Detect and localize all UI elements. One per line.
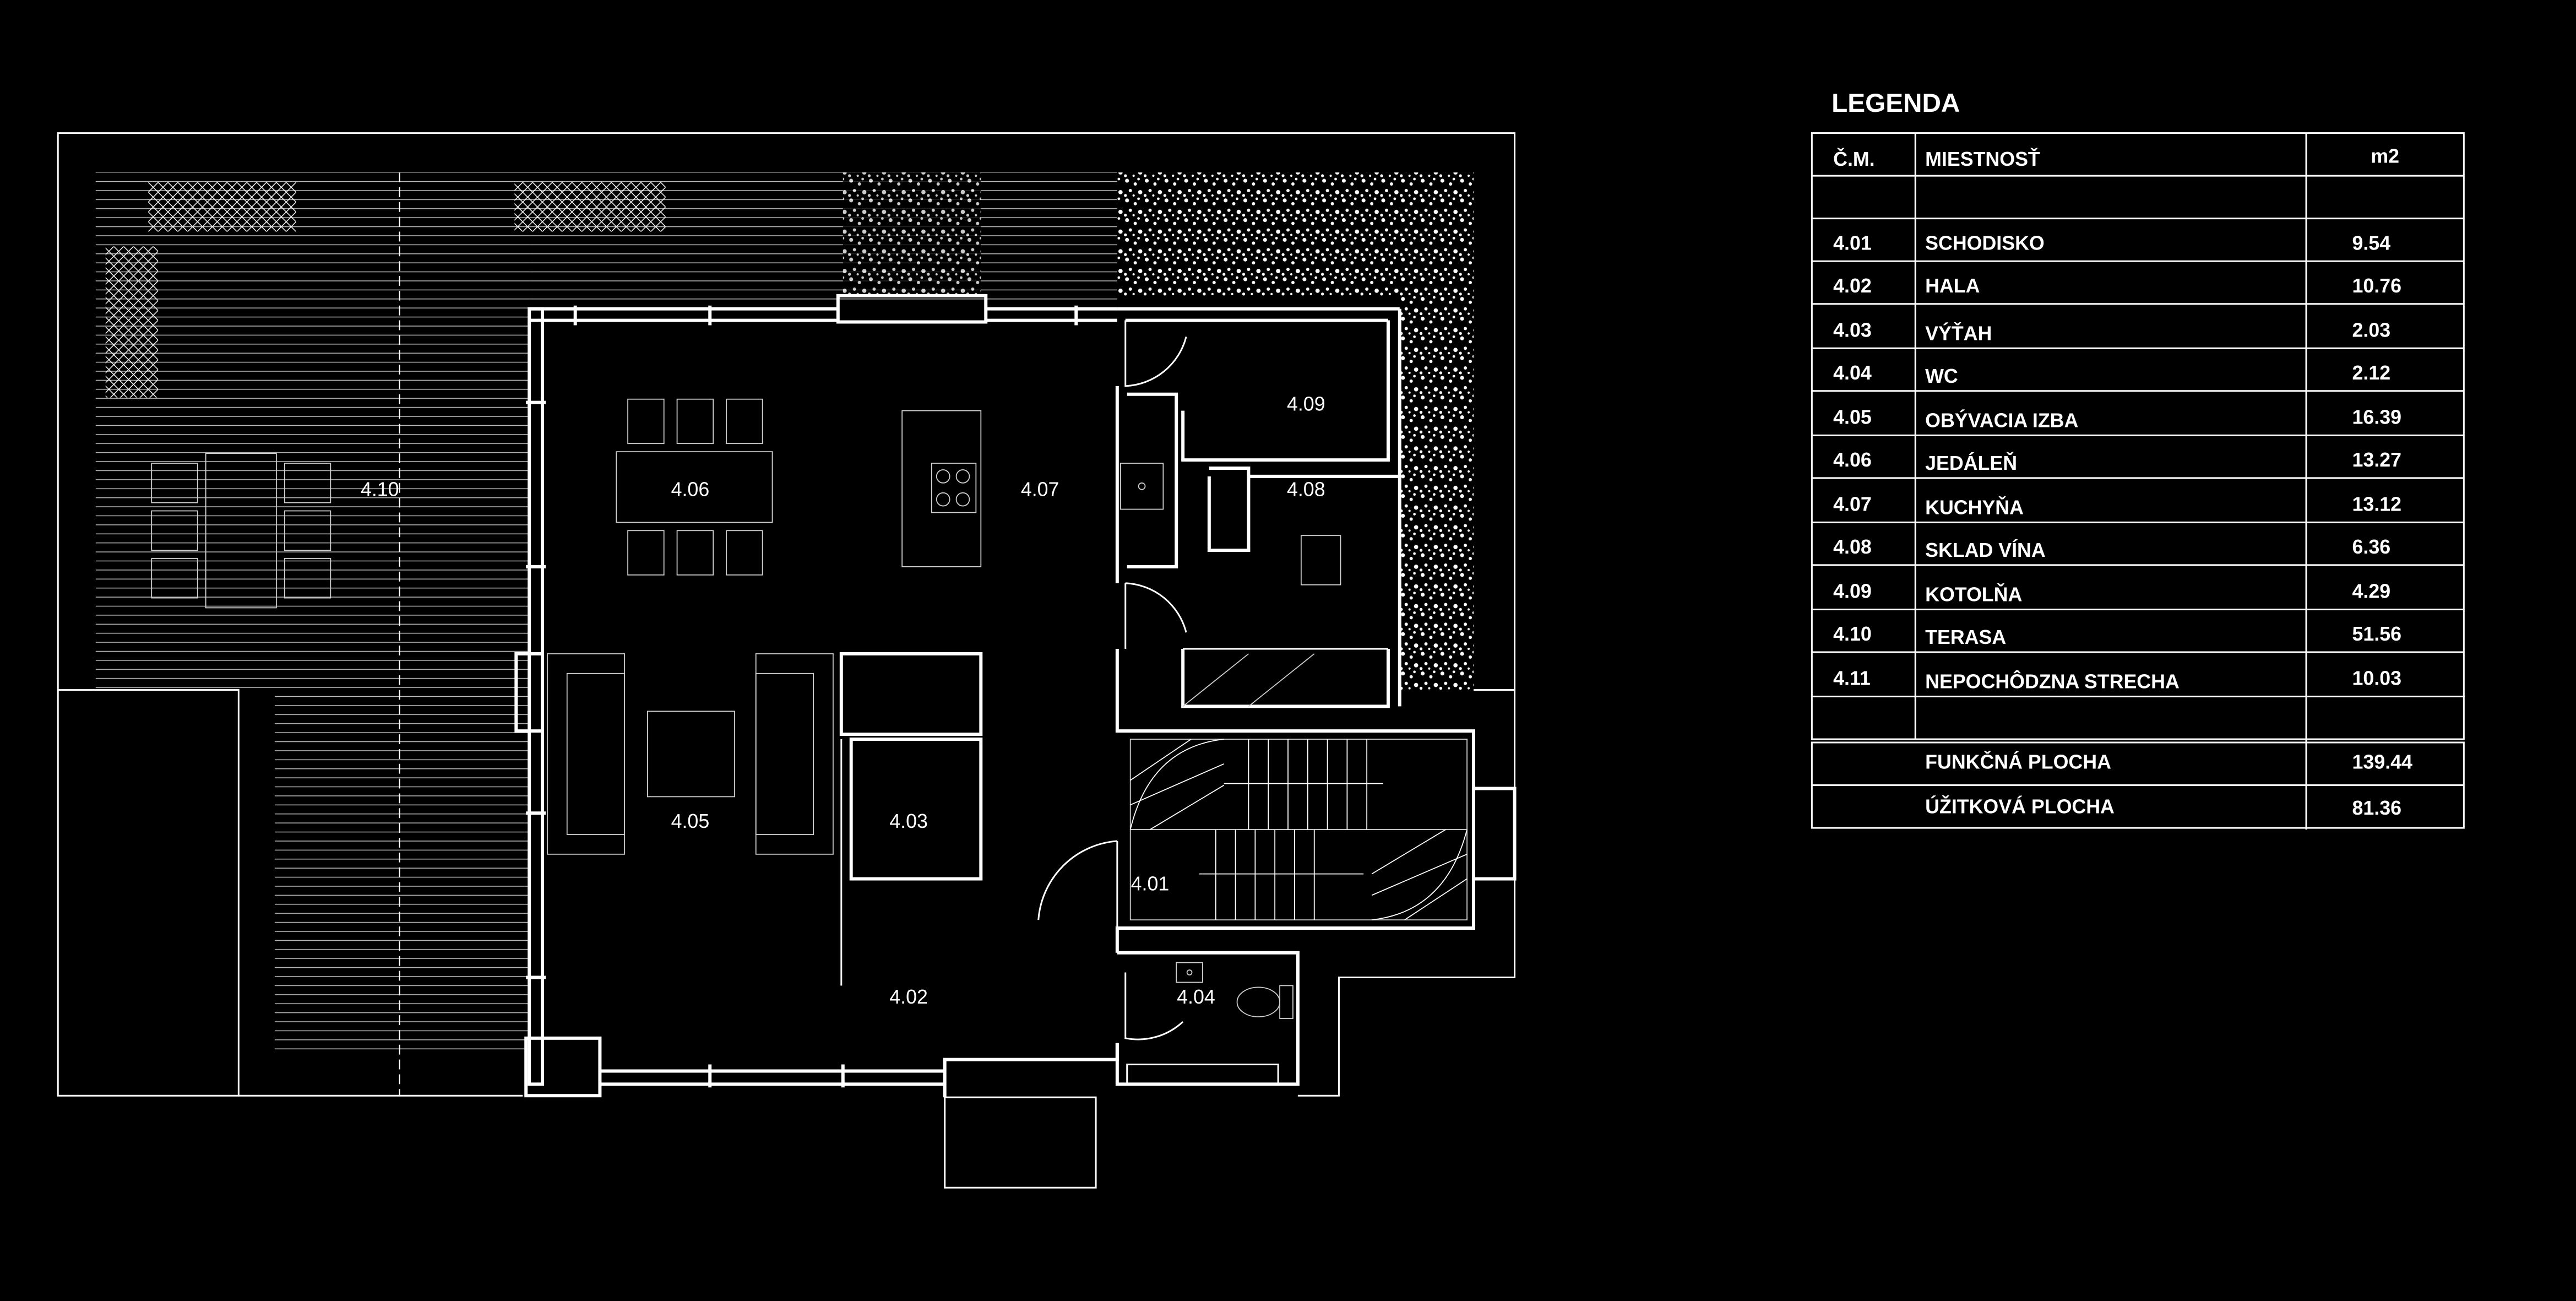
legend-row-area: 10.03 (2352, 668, 2402, 690)
elevator (839, 652, 983, 986)
legend-row-area: 51.56 (2352, 623, 2402, 645)
legend-row-area: 2.03 (2352, 319, 2391, 341)
kitchen-island (901, 410, 1164, 567)
window-marks (526, 305, 1078, 1088)
legend-row-area: 2.12 (2352, 362, 2391, 384)
living-furniture (547, 535, 1341, 855)
legend-row-number: 4.09 (1833, 581, 1872, 603)
legend-row-number: 4.11 (1833, 668, 1871, 690)
legend-total-area: 81.36 (2352, 797, 2402, 819)
site-boundary (57, 132, 1516, 1189)
legend-rows: 4.01 SCHODISKO 9.54 4.02 HALA 10.76 4.03 VÝŤAH 2… (1833, 232, 2412, 819)
legend-header-room: MIESTNOSŤ (1925, 148, 2040, 170)
room-labels: 4.10 4.06 4.07 4.09 4.08 4.05 4.03 4.01 … (361, 393, 1325, 1009)
legend-row-room: KUCHYŇA (1925, 496, 2024, 518)
legend-total-label: ÚŽITKOVÁ PLOCHA (1925, 795, 2115, 817)
terrace-table (151, 453, 331, 609)
legend-header-number: Č.M. (1833, 148, 1874, 170)
legend-row-room: WC (1925, 365, 1958, 387)
staircase (1129, 739, 1468, 920)
terrace-deck (95, 172, 1117, 1096)
room-label: 4.05 (671, 810, 710, 832)
legend-header-area: m2 (2371, 145, 2399, 167)
room-label: 4.09 (1287, 393, 1325, 415)
room-label: 4.03 (889, 810, 928, 832)
legend-row-number: 4.05 (1833, 406, 1872, 428)
room-label: 4.07 (1021, 479, 1059, 501)
legend-total-label: FUNKČNÁ PLOCHA (1925, 751, 2111, 773)
legend-row-number: 4.04 (1833, 362, 1872, 384)
legend-row-area: 10.76 (2352, 275, 2402, 297)
legend-row-area: 16.39 (2352, 406, 2402, 428)
legend-row-number: 4.10 (1833, 623, 1872, 645)
room-label: 4.06 (671, 479, 710, 501)
legend-row-room: KOTOLŇA (1925, 584, 2022, 606)
legend-table: LEGENDA Č.M. MIESTNOSŤ m2 (1811, 89, 2465, 830)
legend-row-area: 13.12 (2352, 494, 2402, 516)
legend-title: LEGENDA (1832, 89, 1960, 118)
legend-row-number: 4.01 (1833, 232, 1872, 254)
legend-row-room: TERASA (1925, 626, 2006, 648)
legend-row-number: 4.02 (1833, 275, 1872, 297)
room-label: 4.08 (1287, 479, 1325, 501)
legend-row-number: 4.03 (1833, 319, 1872, 341)
room-label: 4.04 (1177, 986, 1215, 1008)
legend-row-room: VÝŤAH (1925, 322, 1992, 344)
legend-row-room: JEDÁLEŇ (1925, 452, 2017, 474)
legend-row-area: 9.54 (2352, 232, 2391, 254)
legend-row-number: 4.08 (1833, 536, 1872, 558)
gravel-roof (1117, 172, 1474, 690)
legend-row-number: 4.06 (1833, 449, 1872, 471)
legend-total-area: 139.44 (2352, 751, 2413, 773)
legend-row-room: NEPOCHÔDZNA STRECHA (1925, 671, 2180, 693)
legend-row-area: 13.27 (2352, 449, 2402, 471)
planter-icon (105, 172, 981, 398)
walls (514, 294, 1517, 1098)
legend-row-area: 4.29 (2352, 581, 2391, 603)
wc-fixtures (1176, 962, 1294, 1019)
dining-table (616, 398, 773, 576)
legend-row-number: 4.07 (1833, 494, 1872, 516)
legend-row-area: 6.36 (2352, 536, 2391, 558)
legend-row-room: SCHODISKO (1925, 232, 2045, 254)
room-label: 4.02 (889, 986, 928, 1008)
legend-row-room: SKLAD VÍNA (1925, 539, 2046, 561)
legend-row-room: OBÝVACIA IZBA (1925, 409, 2078, 431)
room-label: 4.01 (1131, 872, 1170, 895)
legend-row-room: HALA (1925, 275, 1980, 297)
room-label: 4.10 (361, 479, 399, 501)
door-swing (1037, 320, 1187, 1040)
